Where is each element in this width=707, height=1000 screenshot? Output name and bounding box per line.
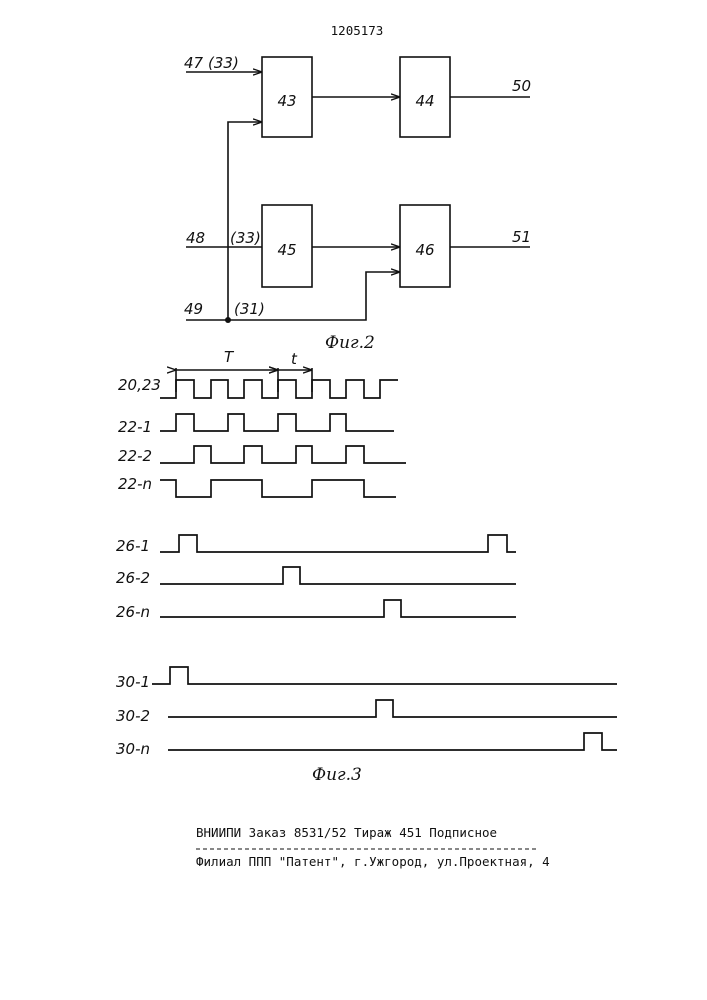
- signal-label: 26-2: [116, 569, 150, 587]
- signal-label: 20,23: [118, 376, 161, 394]
- block-44-label: 44: [415, 92, 434, 110]
- signal-label: 26-1: [116, 537, 150, 555]
- input-49-label: 49: [184, 300, 203, 318]
- patent-number: 1205173: [331, 23, 384, 38]
- block-45-label: 45: [277, 241, 296, 259]
- input-48-label: 48: [186, 229, 205, 247]
- signal-label: 22-2: [118, 447, 152, 465]
- signal-label: 30-2: [116, 707, 150, 725]
- input-49-ref: (31): [234, 300, 265, 318]
- waveform-22-1: [160, 414, 394, 431]
- block-43-label: 43: [277, 92, 296, 110]
- imprint-line-2: Филиал ППП "Патент", г.Ужгород, ул.Проек…: [196, 854, 550, 869]
- period-T-label: T: [224, 348, 235, 366]
- signal-label: 22-1: [118, 418, 152, 436]
- imprint-footer: ВНИИПИ Заказ 8531/52 Тираж 451 Подписное…: [196, 825, 550, 869]
- figure-3-caption: Фиг.3: [312, 765, 362, 785]
- waveform-30-1: [152, 667, 617, 684]
- waveform-26-1: [160, 535, 516, 552]
- signal-label: 22-n: [118, 475, 152, 493]
- output-50-label: 50: [512, 77, 531, 95]
- block-46-label: 46: [415, 241, 434, 259]
- imprint-line-1: ВНИИПИ Заказ 8531/52 Тираж 451 Подписное: [196, 825, 497, 840]
- waveform-20-23: [160, 380, 398, 398]
- input-48-ref: (33): [230, 229, 261, 247]
- waveform-30-2: [168, 700, 617, 717]
- waveform-30-n: [168, 733, 617, 750]
- signal-label: 30-n: [116, 740, 150, 758]
- wire-49-to-43: [228, 122, 262, 320]
- signal-label: 26-n: [116, 603, 150, 621]
- figure-2-block-diagram: 43 44 45 46 47 (33) 50 48 (33) 51 49 (31…: [184, 54, 531, 353]
- figure-3-timing-diagram: T t 20,23 22-1 22-2 22-n 26-1 26-2 26-n …: [116, 348, 617, 785]
- waveform-26-n: [160, 600, 516, 617]
- signal-label: 30-1: [116, 673, 150, 691]
- waveform-22-n: [160, 480, 396, 497]
- waveform-26-2: [160, 567, 516, 584]
- junction-dot: [225, 317, 231, 323]
- output-51-label: 51: [512, 228, 531, 246]
- pulse-t-label: t: [291, 350, 298, 368]
- input-47-ref: (33): [208, 54, 239, 72]
- waveform-22-2: [160, 446, 406, 463]
- input-47-label: 47: [184, 54, 204, 72]
- figure-2-caption: Фиг.2: [325, 333, 375, 353]
